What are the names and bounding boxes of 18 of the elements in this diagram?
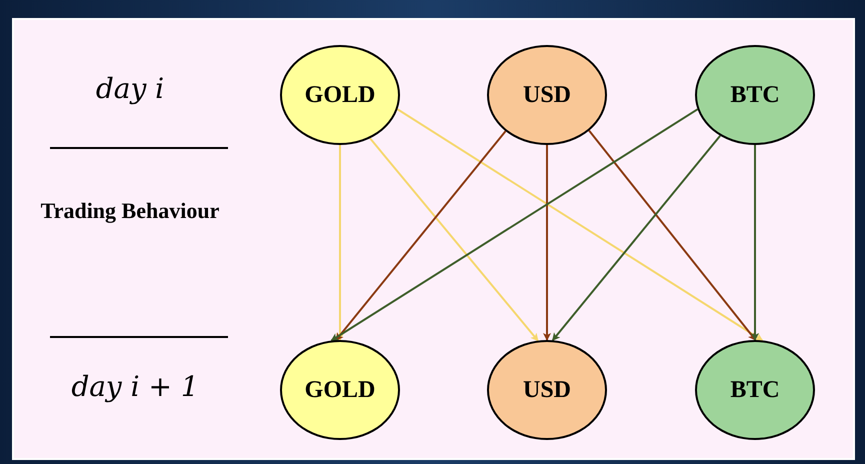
arrow [335, 130, 506, 341]
currency-name: BTC [730, 376, 780, 404]
arrow [751, 145, 759, 341]
currency-name: GOLD [304, 376, 376, 404]
arrow [552, 135, 721, 341]
row-label: Trading Behaviour [40, 198, 220, 224]
arrow [396, 108, 764, 342]
arrow [543, 145, 551, 341]
currency-name: USD [522, 82, 571, 108]
arrow [369, 138, 539, 342]
currency-name: BTC [730, 82, 780, 108]
currency-name: USD [522, 376, 571, 404]
day-label: day i + 1 [70, 370, 200, 403]
currency-name: GOLD [304, 82, 376, 108]
arrow [588, 130, 756, 341]
day-label: day i [94, 72, 166, 105]
arrow [330, 108, 698, 342]
arrow [336, 145, 344, 341]
